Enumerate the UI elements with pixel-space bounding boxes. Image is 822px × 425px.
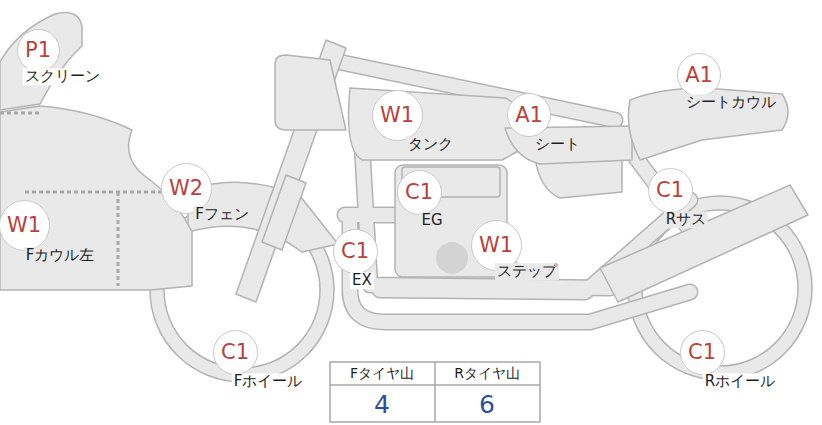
- damage-callout: C1Rサス: [648, 168, 693, 213]
- damage-callout: C1Rホイール: [680, 330, 725, 375]
- callout-number: A1: [677, 53, 721, 97]
- fork-sleeve: [262, 175, 306, 250]
- part-name: タンク: [406, 136, 455, 153]
- damage-callout: W1タンク: [372, 90, 423, 141]
- callout-number: W1: [0, 200, 50, 251]
- damage-callout: A1シート: [507, 93, 551, 137]
- part-name: Rホイール: [703, 373, 777, 390]
- table-value: 6: [479, 391, 495, 419]
- callout-number: C1: [213, 330, 258, 375]
- table-header: Fタイヤ山: [350, 366, 414, 381]
- callout-number: C1: [648, 168, 693, 213]
- part-name: Rサス: [664, 211, 708, 228]
- damage-callout: W1Fカウル左: [0, 200, 50, 251]
- tank: [349, 88, 524, 160]
- damage-callout: W2Fフェン: [161, 163, 212, 214]
- part-name: EG: [419, 212, 444, 229]
- damage-callout: A1シートカウル: [677, 53, 721, 97]
- part-name: シート: [533, 136, 582, 153]
- table-header: Rタイヤ山: [454, 366, 520, 381]
- rear-suspension: [600, 185, 808, 302]
- screen: [0, 13, 82, 111]
- part-name: シートカウル: [684, 94, 778, 111]
- part-name: Fフェン: [193, 206, 251, 223]
- damage-callout: P1スクリーン: [17, 29, 60, 72]
- callout-number: C1: [333, 229, 378, 274]
- front-fork: [236, 40, 346, 302]
- damage-callout: C1EX: [333, 229, 378, 274]
- part-name: スクリーン: [23, 68, 102, 85]
- part-name: Fカウル左: [24, 247, 97, 264]
- callout-number: A1: [507, 93, 551, 137]
- seat-cowl: [628, 88, 788, 160]
- callout-number: P1: [17, 29, 60, 72]
- headlight-block: [275, 55, 346, 130]
- table-value: 4: [374, 391, 390, 419]
- tire-table: [330, 362, 540, 422]
- callout-number: W1: [372, 90, 423, 141]
- part-name: EX: [350, 272, 374, 289]
- damage-callout: C1Fホイール: [213, 330, 258, 375]
- part-name: Fホイール: [232, 373, 305, 390]
- damage-callout: W1ステップ: [471, 220, 522, 271]
- callout-number: C1: [680, 330, 725, 375]
- callout-number: C1: [397, 170, 442, 215]
- engine-cover: [436, 242, 468, 274]
- damage-callout: C1EG: [397, 170, 442, 215]
- part-name: ステップ: [495, 263, 559, 280]
